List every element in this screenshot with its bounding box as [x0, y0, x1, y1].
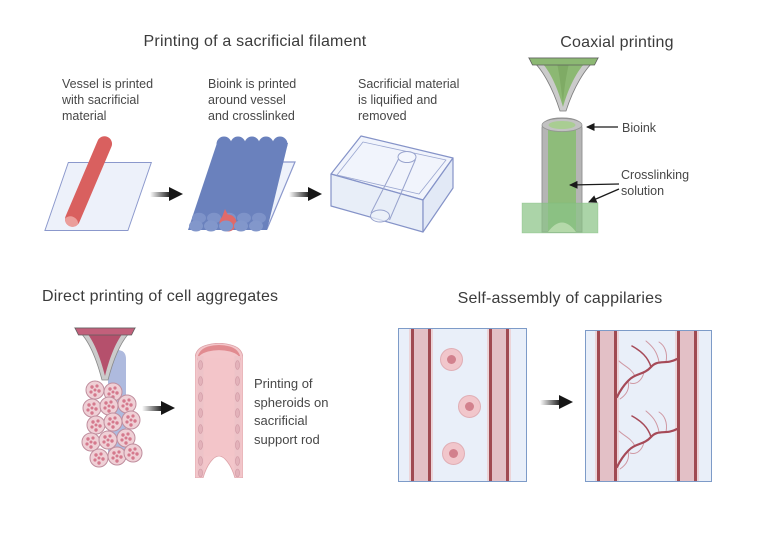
label-crosslinking-solution: Crosslinking solution	[621, 168, 690, 198]
spheroid-printing-illustration	[73, 327, 143, 468]
liquified-box-illustration	[330, 135, 454, 233]
vessel-channel	[675, 331, 699, 481]
vessel-channel	[487, 329, 511, 481]
vessel-channel	[409, 329, 433, 481]
crosslinking-arrow-1	[569, 180, 620, 189]
capillary-panel-before	[398, 328, 527, 482]
cell-nucleus	[448, 448, 458, 458]
bioink-block	[188, 136, 288, 232]
cell-nozzle	[73, 327, 137, 381]
transparent-box	[330, 135, 454, 233]
capillary-network	[616, 340, 678, 470]
vessel-lumen	[203, 358, 235, 456]
label-bioink: Bioink	[622, 121, 657, 135]
tube-bottom-arch	[548, 222, 576, 232]
step-arrow-3	[142, 401, 175, 415]
step-arrow-4	[540, 395, 573, 409]
vessel-channel	[595, 331, 619, 481]
step-arrow-2	[289, 187, 322, 201]
vessel-tube-rim	[197, 345, 241, 362]
hollow-channel	[370, 151, 417, 223]
section-title-sacrificial-filament: Printing of a sacrificial filament	[143, 33, 367, 50]
endothelial-cell	[458, 395, 481, 418]
endothelial-cell	[440, 348, 463, 371]
section-title-direct-printing: Direct printing of cell aggregates	[42, 288, 279, 305]
cell-nucleus	[446, 354, 456, 364]
caption-spheroid-printing: Printing of spheroids on sacrificial sup…	[254, 376, 329, 447]
spheroid-cluster	[81, 380, 143, 468]
vessel-wall-cells	[198, 360, 240, 478]
step-caption-material-removed: Sacrificial material is liquified and re…	[358, 77, 460, 123]
endothelial-cell	[442, 442, 465, 465]
coaxial-nozzle	[527, 57, 600, 112]
vessel-tube-illustration	[195, 343, 243, 478]
section-title-self-assembly: Self-assembly of cappilaries	[457, 290, 663, 307]
step-caption-vessel-printed: Vessel is printed with sacrificial mater…	[62, 77, 154, 123]
cell-nucleus	[464, 401, 474, 411]
section-title-coaxial: Coaxial printing	[560, 34, 674, 51]
bioink-block-illustration	[188, 136, 296, 232]
coaxial-illustration	[521, 57, 620, 234]
step-caption-bioink-printed: Bioink is printed around vessel and cros…	[208, 77, 297, 123]
step-arrow-1	[150, 187, 183, 201]
crosslinking-arrow-2	[588, 188, 620, 203]
filament-row-lower	[189, 220, 263, 232]
capillary-panel-after	[585, 330, 712, 482]
